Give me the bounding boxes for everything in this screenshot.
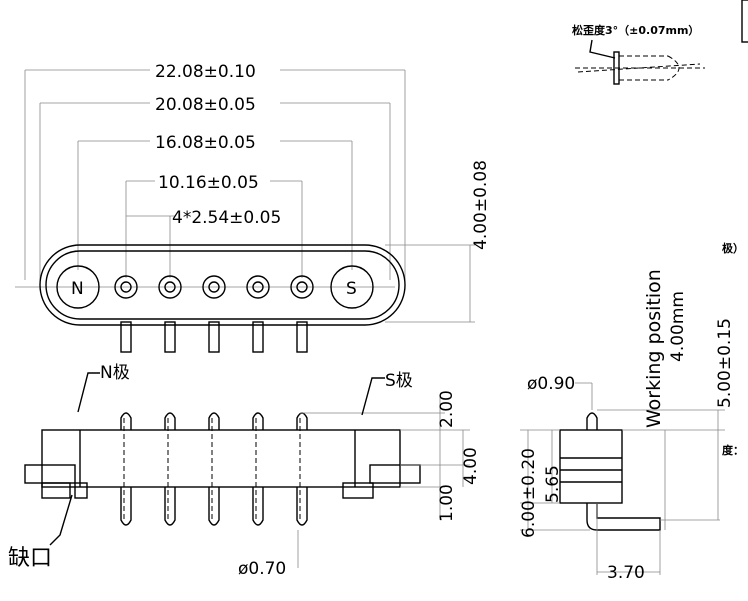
pin-contact-center: [164, 281, 176, 293]
side-pin-dia: ø0.90: [527, 374, 575, 394]
tolerance-note: 松歪度3°（±0.07mm）: [572, 23, 699, 37]
frame-edge: [741, 0, 748, 43]
dim-5-65: 5.65: [543, 465, 563, 503]
pin-bottom-front: [120, 487, 132, 526]
dim-20-08: 20.08±0.05: [155, 95, 256, 115]
top-view-body: [15, 244, 406, 353]
pin-bottom-front: [252, 487, 264, 526]
dim-6-00: 6.00±0.20: [519, 448, 539, 538]
label-n-pole: N极: [100, 363, 130, 383]
pin-contact: [158, 275, 182, 299]
dim-height-top: 4.00±0.08: [471, 160, 491, 250]
label-s-pole: S极: [385, 371, 413, 391]
dim-10-16: 10.16±0.05: [158, 173, 259, 193]
pin-lead: [296, 321, 308, 353]
pin-contact: [202, 275, 226, 299]
cut-text-1: 极）: [722, 241, 744, 255]
pole-n: N: [71, 279, 84, 299]
front-view-body: [24, 372, 470, 568]
pin-bottom-front: [296, 487, 308, 526]
cut-text-2: 度：: [722, 443, 744, 457]
pin-contact-center: [120, 281, 132, 293]
pin-lead: [252, 321, 264, 353]
pin-top-front: [120, 412, 132, 430]
pin-contact-center: [208, 281, 220, 293]
front-pin-dia: ø0.70: [238, 559, 286, 579]
side-view-body: [520, 382, 725, 575]
pole-s: S: [346, 279, 357, 299]
dim-16-08: 16.08±0.05: [155, 133, 256, 153]
top-view-dimensions: [24, 69, 475, 323]
pin-lead: [164, 321, 176, 353]
dim-2-00: 2.00: [437, 390, 457, 428]
pin-contact: [246, 275, 270, 299]
pin-contact-center: [296, 281, 308, 293]
pin-contact-center: [252, 281, 264, 293]
label-notch: 缺口: [8, 546, 52, 571]
dim-5-00: 5.00±0.15: [715, 318, 735, 408]
working-position-label: Working position: [643, 269, 665, 428]
pin-contact: [114, 275, 138, 299]
pin-lead: [120, 321, 132, 353]
pin-top-front: [208, 412, 220, 430]
dim-4-00: 4.00: [461, 447, 481, 485]
dim-pitch: 4*2.54±0.05: [172, 208, 281, 228]
pin-tolerance-detail: [575, 39, 705, 85]
pin-lead: [208, 321, 220, 353]
dim-1-00: 1.00: [437, 484, 457, 522]
pin-top-front: [252, 412, 264, 430]
pin-top-front: [296, 412, 308, 430]
pin-bottom-front: [208, 487, 220, 526]
dim-22-08: 22.08±0.10: [155, 62, 256, 82]
working-position-value: 4.00mm: [668, 291, 688, 362]
pin-bottom-front: [164, 487, 176, 526]
pin-top-front: [164, 412, 176, 430]
pin-contact: [290, 275, 314, 299]
dim-3-70: 3.70: [607, 563, 645, 583]
